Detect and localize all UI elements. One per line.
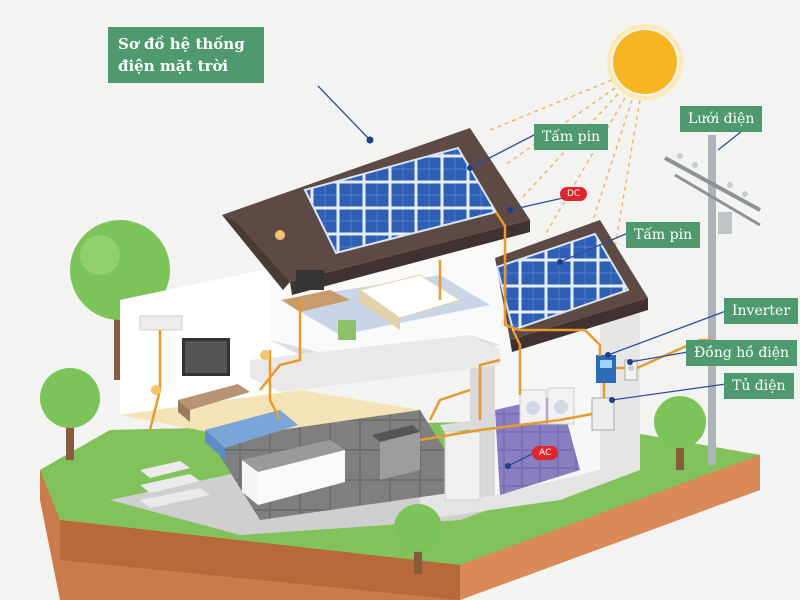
tree-right [654, 396, 706, 470]
kitchen-counter [242, 440, 345, 505]
stairs [140, 461, 210, 508]
tv-cabinet [178, 384, 250, 422]
callout-lines [317, 85, 743, 467]
label-inverter: Inverter [724, 298, 799, 324]
sofa [205, 410, 298, 460]
label-panel-right: Tấm pin [626, 222, 701, 248]
sun-icon [607, 24, 683, 100]
inverter-device [596, 355, 616, 383]
label-cabinet: Tủ điện [724, 373, 794, 399]
tree-front-left [40, 368, 100, 460]
tree-front-center [394, 504, 442, 574]
meter-device [624, 359, 638, 381]
utility-pole [664, 135, 761, 465]
label-panel-top: Tấm pin [534, 124, 609, 150]
ac-badge: AC [532, 446, 559, 460]
air-conditioner [139, 315, 183, 331]
cabinet-device [591, 397, 615, 431]
callout-dots [366, 136, 633, 469]
chair [338, 320, 356, 340]
diagram-title: Sơ đồ hệ thống điện mặt trời [108, 27, 264, 83]
dc-badge: DC [560, 187, 588, 201]
fridge [440, 420, 481, 501]
tv [182, 338, 230, 376]
wall-lamps [151, 230, 285, 395]
stove [372, 425, 420, 480]
bed [358, 274, 462, 330]
solar-panel-right [495, 232, 630, 332]
label-grid: Lưới điện [680, 106, 763, 132]
label-meter: Đồng hồ điện [686, 340, 798, 366]
